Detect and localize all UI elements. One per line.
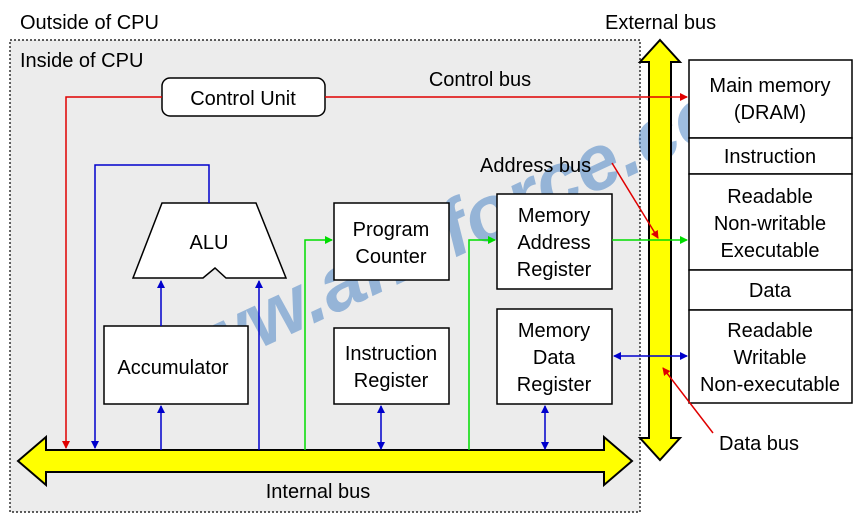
mdr-line1: Memory [518, 320, 590, 342]
instruction-prop-readable: Readable [727, 186, 813, 208]
mar-line3: Register [517, 259, 592, 281]
inside-cpu-label: Inside of CPU [20, 50, 143, 72]
internal-data-lines [91, 164, 688, 450]
memory-data-label: Data [749, 280, 792, 302]
mdr-line2: Data [533, 347, 576, 369]
mar-box [496, 193, 613, 290]
accumulator-box [103, 325, 249, 405]
address-bus-pointer [611, 162, 659, 239]
mar-line2: Address [517, 232, 590, 254]
instruction-prop-executable: Executable [721, 240, 820, 262]
control-unit-label: Control Unit [190, 88, 296, 110]
instruction-register-line1: Instruction [345, 343, 437, 365]
data-bus-pointer [662, 367, 714, 434]
accumulator-label: Accumulator [117, 357, 228, 379]
address-lines [304, 236, 688, 450]
program-counter-box [333, 202, 450, 281]
outside-cpu-label: Outside of CPU [20, 12, 159, 34]
alu-label: ALU [190, 232, 229, 254]
control-bus-lines [62, 93, 688, 449]
control-bus-label: Control bus [429, 69, 531, 91]
data-prop-writable: Writable [734, 347, 807, 369]
program-counter-line1: Program [353, 219, 430, 241]
memory-instruction-label: Instruction [724, 146, 816, 168]
internal-bus-label: Internal bus [266, 481, 371, 503]
data-bus-label: Data bus [719, 433, 799, 455]
internal-bus [16, 434, 634, 488]
instruction-register-box [333, 327, 450, 405]
address-bus-label: Address bus [480, 155, 591, 177]
data-prop-readable: Readable [727, 320, 813, 342]
program-counter-line2: Counter [355, 246, 426, 268]
instruction-register-line2: Register [354, 370, 429, 392]
mdr-box [496, 308, 613, 405]
external-bus-label: External bus [605, 12, 716, 34]
mdr-line3: Register [517, 374, 592, 396]
memory-title-line1: Main memory [709, 75, 830, 97]
main-memory: Main memory (DRAM) Instruction Readable … [688, 59, 853, 404]
mar-line1: Memory [518, 205, 590, 227]
instruction-prop-nonwritable: Non-writable [714, 213, 826, 235]
alu-shape [131, 202, 288, 279]
data-prop-nonexecutable: Non-executable [700, 374, 840, 396]
memory-title-line2: (DRAM) [734, 102, 806, 124]
